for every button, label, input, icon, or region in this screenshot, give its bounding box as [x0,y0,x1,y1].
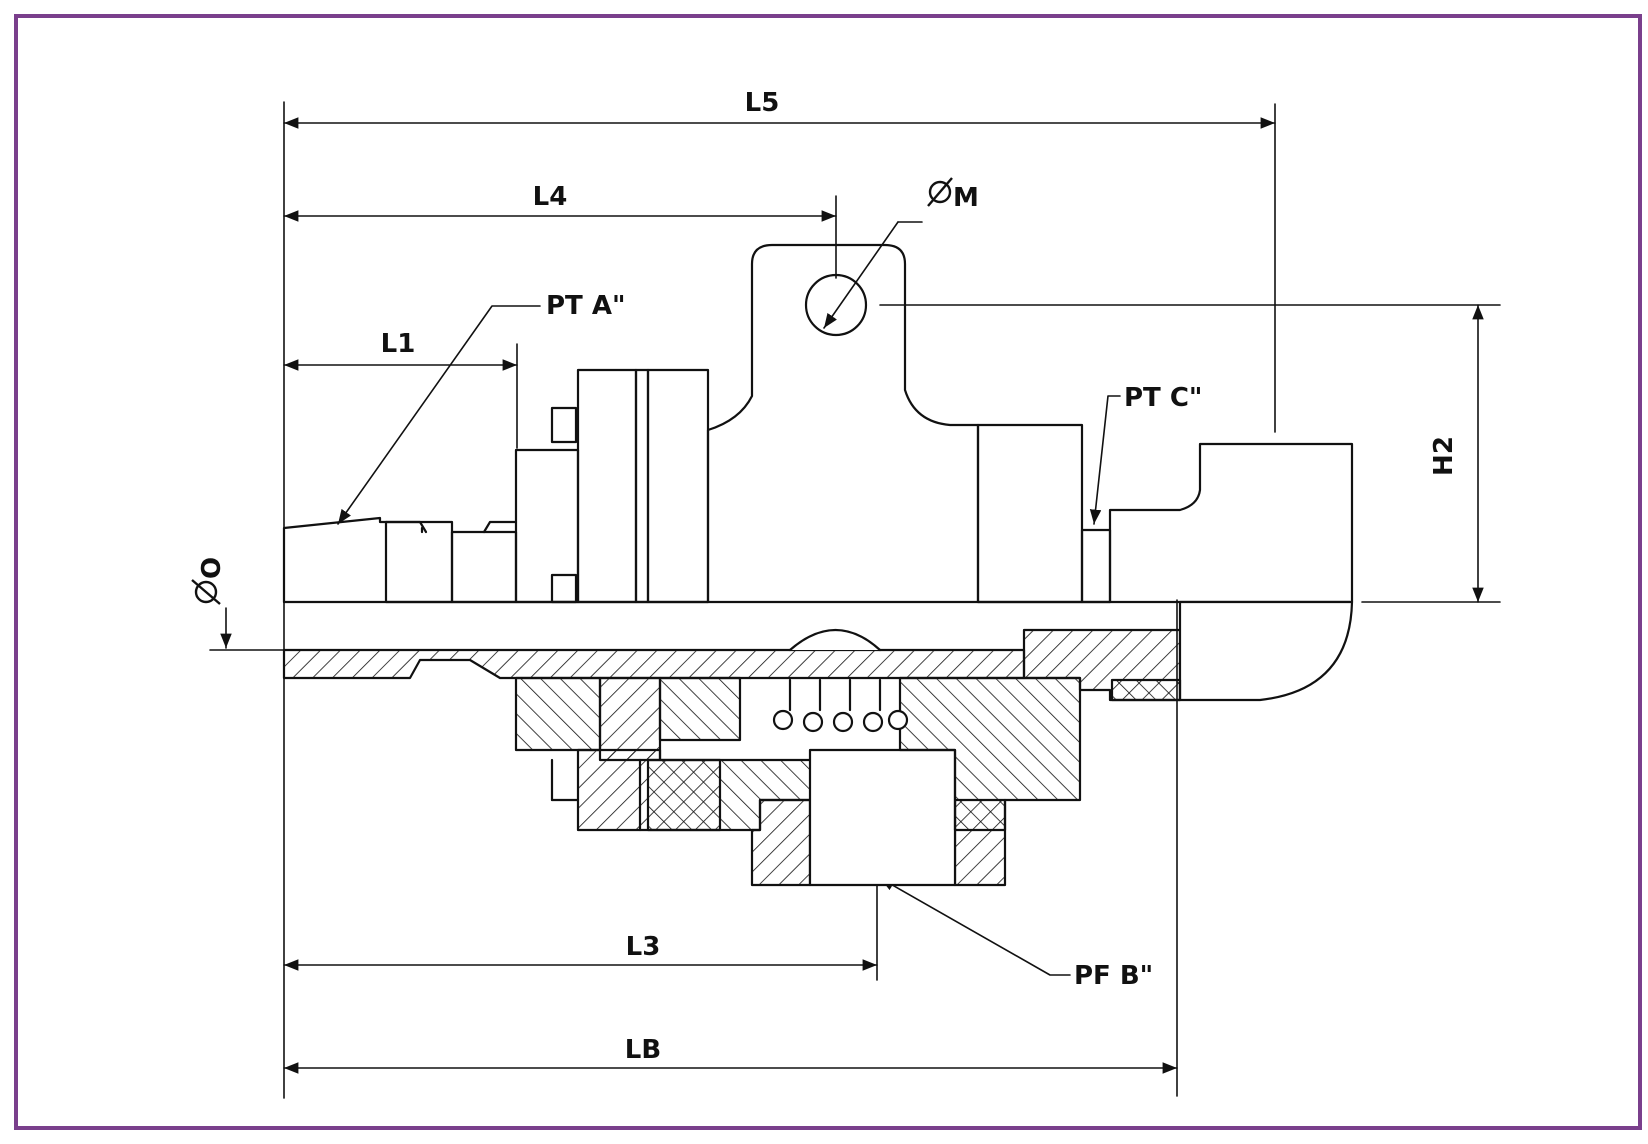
dimension-labels: L5 L4 M PT A" L1 PT C" H2 O L3 PF B" LB [191,88,1459,1065]
label-pt-c: PT C" [1124,383,1202,413]
label-lb: LB [625,1035,661,1065]
label-h2: H2 [1429,436,1459,476]
label-l5: L5 [745,88,780,118]
label-l3: L3 [626,932,661,962]
joint-exterior [282,243,1354,604]
label-pf-b: PF B" [1074,961,1153,991]
joint-section [282,600,1354,887]
dimension-lines [209,101,1501,1099]
label-pt-a: PT A" [546,291,626,321]
label-l1: L1 [381,329,416,359]
drawing-frame [14,14,1642,1130]
label-phi-o: O [191,557,227,605]
label-phi-m: M [927,177,979,213]
label-phi-o-text: O [197,557,227,579]
label-l4: L4 [533,182,568,212]
label-phi-m-text: M [953,183,979,213]
